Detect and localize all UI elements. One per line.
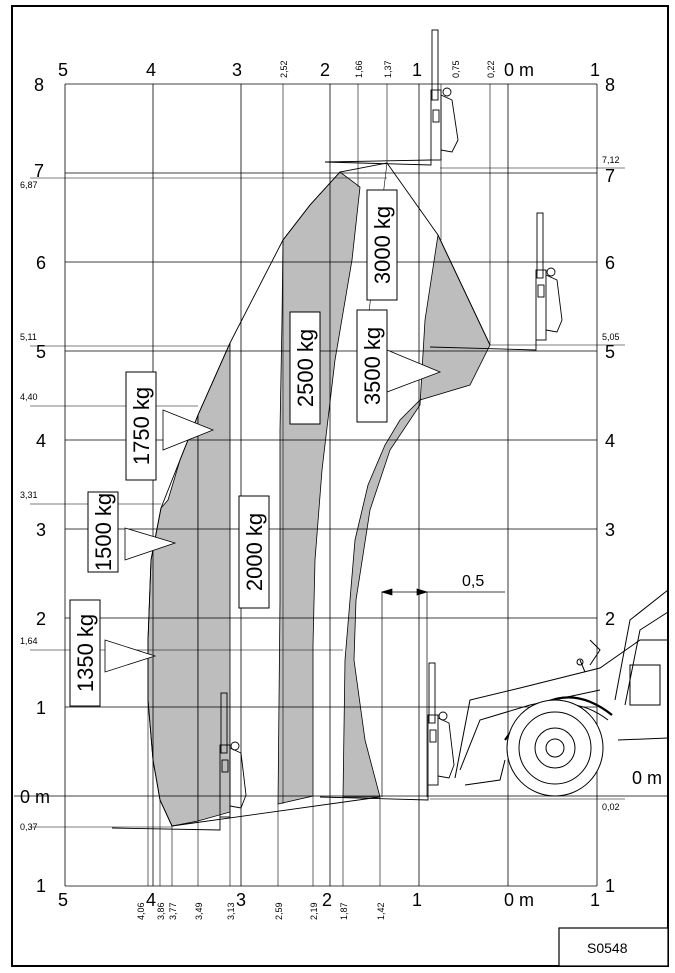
top-label-2: 2	[320, 60, 330, 80]
zone-2000-band	[197, 342, 231, 822]
right-label-2: 2	[605, 609, 615, 629]
right-label-3: 3	[605, 520, 615, 540]
bottom-label-1-right: 1	[590, 890, 600, 910]
label-1500kg: 1500 kg	[91, 493, 116, 571]
machine-zero-label: 0 m	[632, 768, 662, 788]
bottom-value-3-13: 3,13	[226, 902, 236, 920]
label-2000kg: 2000 kg	[242, 513, 267, 591]
right-value-0-02: 0,02	[602, 802, 620, 812]
top-axis-labels: 5 4 3 2 1 0 m 1	[58, 60, 600, 80]
left-label-1: 1	[36, 698, 46, 718]
left-value-3-31: 3,31	[20, 490, 38, 500]
top-label-3: 3	[232, 60, 242, 80]
gray-zones	[147, 171, 491, 827]
top-label-4: 4	[146, 60, 156, 80]
fork-carriage-top	[324, 29, 459, 166]
label-1750kg: 1750 kg	[129, 387, 154, 465]
bottom-axis-labels: 5 4 3 2 1 0 m 1	[58, 890, 600, 910]
top-label-1-right: 1	[590, 60, 600, 80]
right-label-6: 6	[605, 253, 615, 273]
right-axis-labels: 8 7 6 5 4 3 2	[605, 75, 615, 629]
left-label-1-bottom: 1	[36, 876, 46, 896]
top-value-1-37: 1,37	[383, 60, 393, 78]
dimension-lines	[30, 84, 625, 886]
top-value-0-75: 0,75	[451, 60, 461, 78]
bottom-value-1-42: 1,42	[376, 902, 386, 920]
left-value-1-64: 1,64	[20, 636, 38, 646]
fork-carriage-right	[429, 212, 563, 351]
right-label-8: 8	[605, 75, 615, 95]
left-label-8: 8	[34, 75, 44, 95]
dimension-0-5	[380, 588, 505, 797]
bottom-value-2-19: 2,19	[309, 902, 319, 920]
left-axis-labels: 8 7 6 5 4 3 2 1 0 m 1	[20, 75, 50, 896]
top-value-2-52: 2,52	[279, 60, 289, 78]
bottom-label-1: 1	[412, 890, 422, 910]
left-value-4-40: 4,40	[20, 392, 38, 402]
bottom-value-2-59: 2,59	[274, 902, 284, 920]
left-label-0m: 0 m	[20, 787, 50, 807]
bottom-value-1-87: 1,87	[339, 902, 349, 920]
bottom-label-0m: 0 m	[504, 890, 534, 910]
label-3500kg: 3500 kg	[360, 327, 385, 405]
bottom-value-3-77: 3,77	[168, 902, 178, 920]
label-2500kg: 2500 kg	[293, 329, 318, 407]
label-3000kg: 3000 kg	[370, 206, 395, 284]
bottom-axis-values: 4,06 3,86 3,77 3,49 3,13 2,59 2,19 1,87 …	[136, 902, 386, 920]
left-value-6-87: 6,87	[20, 180, 38, 190]
left-label-4: 4	[36, 431, 46, 451]
left-value-5-11: 5,11	[20, 332, 37, 342]
grid	[14, 83, 668, 887]
left-label-3: 3	[36, 520, 46, 540]
fork-carriage-left	[111, 692, 247, 831]
right-value-7-12: 7,12	[602, 155, 620, 165]
bottom-value-4-06: 4,06	[136, 902, 146, 920]
left-label-6: 6	[36, 253, 46, 273]
label-1350kg: 1350 kg	[73, 614, 98, 692]
top-value-1-66: 1,66	[354, 60, 364, 78]
telehandler-machine	[454, 589, 669, 797]
load-zone-labels	[69, 189, 398, 707]
envelope-base	[171, 796, 381, 827]
right-label-4: 4	[605, 431, 615, 451]
frame	[11, 5, 669, 967]
reference-code: S0548	[587, 940, 628, 956]
fork-carriage-ground	[319, 662, 455, 801]
callouts	[104, 349, 442, 673]
top-axis-values: 2,52 1,66 1,37 0,75 0,22	[279, 60, 496, 78]
right-label-7: 7	[605, 166, 615, 186]
bottom-label-4: 4	[146, 890, 156, 910]
reference-box	[558, 927, 669, 967]
right-label-5: 5	[605, 342, 615, 362]
bottom-label-3: 3	[236, 890, 246, 910]
right-axis-values: 7,12 5,05 0,02	[602, 155, 620, 812]
bottom-value-3-49: 3,49	[194, 902, 204, 920]
right-value-5-05: 5,05	[602, 332, 620, 342]
left-label-7: 7	[34, 161, 44, 181]
left-axis-values: 6,87 5,11 4,40 3,31 1,64 0,37	[20, 180, 38, 832]
zone-3500-band	[342, 233, 491, 798]
dimension-0-5-label: 0,5	[462, 573, 484, 590]
load-zone-texts: 3000 kg 3500 kg 2500 kg 1750 kg 2000 kg …	[73, 206, 395, 692]
top-label-0m: 0 m	[504, 60, 534, 80]
bottom-label-5: 5	[58, 890, 68, 910]
left-value-0-37: 0,37	[20, 822, 38, 832]
top-label-5: 5	[58, 60, 68, 80]
top-label-1: 1	[412, 60, 422, 80]
bottom-value-3-86: 3,86	[156, 902, 166, 920]
right-label-1-bottom: 1	[605, 876, 615, 896]
bottom-label-2: 2	[322, 890, 332, 910]
left-label-5: 5	[36, 342, 46, 362]
left-label-2: 2	[36, 609, 46, 629]
top-value-0-22: 0,22	[486, 60, 496, 78]
